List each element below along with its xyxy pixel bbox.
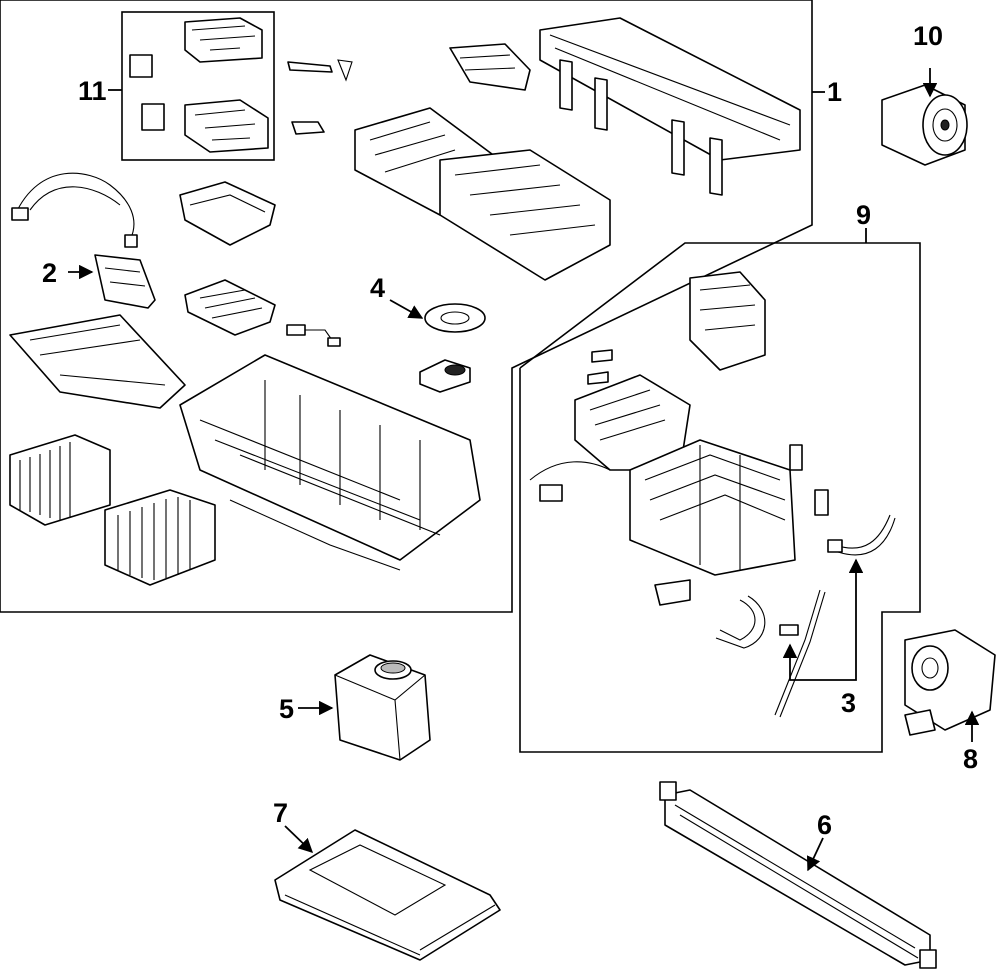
callout-3: 3	[841, 688, 856, 718]
battery-cover-upper	[354, 107, 611, 281]
control-module-box	[184, 279, 276, 336]
callout-2: 2	[42, 258, 57, 288]
coolant-reservoir	[334, 654, 431, 761]
water-pump	[904, 629, 996, 736]
relay-kit-parts	[129, 17, 269, 153]
cable-positive	[827, 514, 896, 556]
bracket-center	[179, 181, 276, 246]
inverter-assembly-frame	[519, 242, 921, 753]
battery-assembly-frame	[0, 0, 813, 613]
inverter-main-body	[629, 439, 796, 576]
battery-frame-bracket	[539, 17, 801, 196]
callout-8: 8	[963, 744, 978, 774]
connector-parts	[287, 59, 353, 135]
callout-10: 10	[913, 21, 943, 51]
callout-4: 4	[370, 273, 385, 303]
callout-1: 1	[827, 77, 842, 107]
callout-9: 9	[856, 200, 871, 230]
callout-7: 7	[273, 798, 288, 828]
sensor-bracket	[449, 43, 531, 91]
service-plug	[419, 303, 486, 393]
radiator	[659, 781, 937, 969]
battery-module-plate	[94, 254, 156, 309]
cable-ground	[774, 589, 826, 718]
coolant-hose	[715, 595, 766, 649]
callout-11: 11	[78, 76, 107, 106]
sensor-lead	[286, 324, 341, 347]
battery-tray-main	[179, 354, 481, 571]
relay-kit-frame	[121, 11, 275, 161]
small-brackets	[587, 349, 829, 606]
battery-harness	[11, 172, 138, 248]
callout-6: 6	[817, 810, 832, 840]
motor-assembly	[881, 84, 968, 166]
battery-tray-left	[9, 314, 186, 409]
battery-cells-left	[9, 434, 111, 526]
control-module-tray	[274, 829, 501, 961]
battery-cells-right	[104, 489, 216, 586]
callout-5: 5	[279, 694, 294, 724]
inverter-upper-module	[689, 271, 766, 371]
